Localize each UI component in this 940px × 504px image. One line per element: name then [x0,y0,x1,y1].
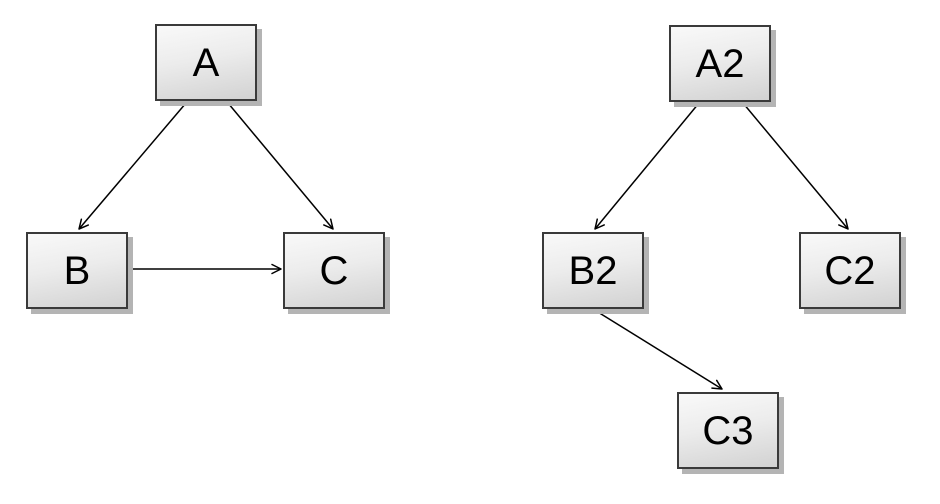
edge-a2-b2 [594,102,700,230]
node-a2-label: A2 [695,41,745,86]
node-a-label: A [192,40,220,85]
node-a2: A2 [669,25,771,102]
node-c3: C3 [677,392,779,469]
edge-a-c [227,102,334,230]
node-b: B [26,232,128,309]
edge-b2-c3 [592,308,723,390]
node-a: A [155,24,257,101]
node-c3-label: C3 [702,408,754,453]
edge-a-b [78,102,187,230]
node-b2-label: B2 [568,248,618,293]
node-c-label: C [319,248,349,293]
edge-a2-c2 [742,102,849,230]
node-b2: B2 [542,232,644,309]
node-c2: C2 [799,232,901,309]
node-c: C [283,232,385,309]
node-c2-label: C2 [824,248,876,293]
node-b-label: B [63,248,91,293]
